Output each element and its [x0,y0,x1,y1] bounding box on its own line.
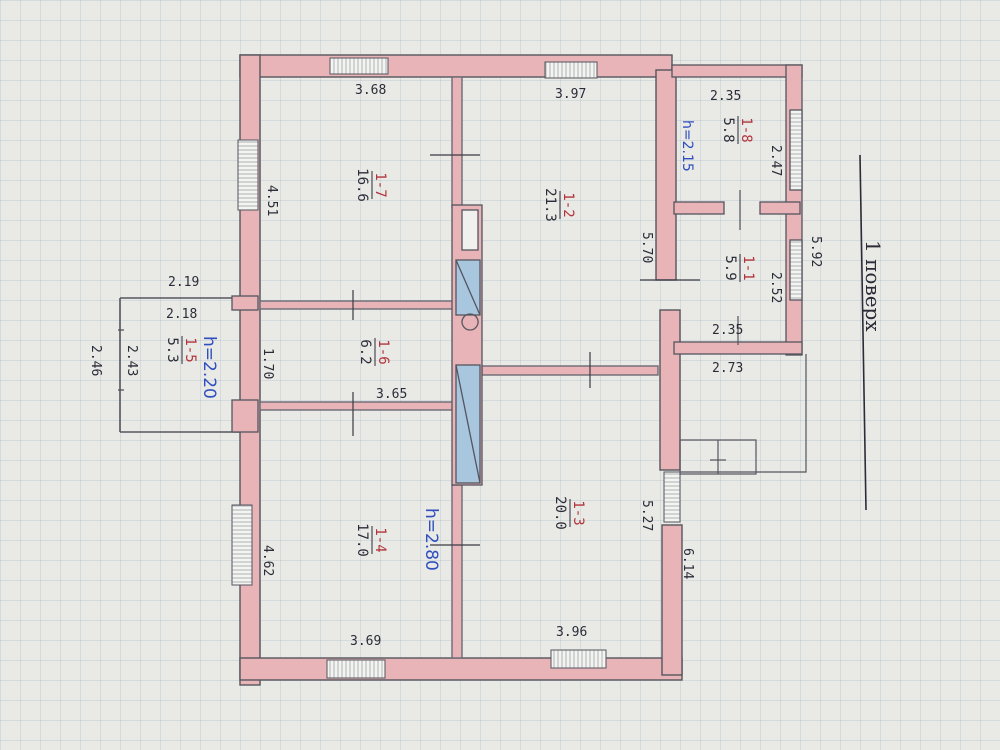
svg-text:2.19: 2.19 [168,275,199,290]
window-left-lower [231,504,253,586]
right-wall-middle [659,309,681,471]
height-annex: h=2.15 [679,120,695,172]
room-label-1-8: 1-8 5.8 [720,116,754,144]
stove-block [451,204,483,486]
svg-text:6.2: 6.2 [357,339,373,364]
svg-text:1-3: 1-3 [570,500,586,525]
svg-text:2.18: 2.18 [166,307,197,322]
svg-text:3.69: 3.69 [350,634,381,649]
svg-text:3.65: 3.65 [376,387,407,402]
right-wall-lower [661,524,683,676]
annex-window-upper [789,109,803,191]
door-ticks [352,154,700,546]
svg-text:3.97: 3.97 [555,87,586,102]
svg-text:5.70: 5.70 [639,232,654,263]
windows [231,57,681,679]
wall-between-1-6-and-1-4 [259,401,455,411]
svg-text:3.68: 3.68 [355,83,386,98]
svg-text:2.35: 2.35 [710,89,741,104]
room-label-1-6: 1-6 6.2 [357,338,391,366]
window-top-right [544,61,598,79]
svg-text:2.43: 2.43 [124,345,139,376]
top-wall [239,54,673,78]
window-bottom-left [326,659,386,679]
svg-text:17.0: 17.0 [354,523,370,557]
svg-text:16.6: 16.6 [354,168,370,202]
svg-text:20.0: 20.0 [552,496,568,530]
dimensions: 3.68 3.97 4.51 4.62 3.65 3.69 3.96 5.70 … [88,83,823,649]
room-label-1-4: 1-4 17.0 [354,523,388,557]
room-label-1-3: 1-3 20.0 [552,496,586,530]
svg-text:5.9: 5.9 [722,255,738,280]
window-right [663,471,681,523]
window-bottom-right [550,649,607,669]
svg-text:5.92: 5.92 [808,236,823,267]
svg-text:1-2: 1-2 [560,192,576,217]
svg-text:1-7: 1-7 [372,172,388,197]
svg-text:5.27: 5.27 [639,500,654,531]
svg-text:2.46: 2.46 [88,345,103,376]
svg-text:2.47: 2.47 [768,145,783,176]
partition-upper [451,76,463,208]
svg-text:1-6: 1-6 [375,339,391,364]
floor-title-underline [859,154,867,511]
svg-text:4.62: 4.62 [260,545,275,576]
svg-text:6.14: 6.14 [680,548,695,579]
annex-window-lower [789,239,803,301]
floor-title: 1 поверх [861,240,885,332]
svg-text:1-5: 1-5 [182,337,198,362]
porch [118,295,259,433]
room-label-1-7: 1-7 16.6 [354,168,388,202]
svg-text:1-4: 1-4 [372,527,388,552]
svg-text:5.3: 5.3 [164,337,180,362]
svg-text:21.3: 21.3 [542,188,558,222]
window-top-left [329,57,389,75]
room-label-1-2: 1-2 21.3 [542,188,576,222]
partition-lower [451,484,463,659]
wall-between-1-7-and-1-6 [259,300,455,310]
svg-text:2.73: 2.73 [712,361,743,376]
height-porch: h=2.20 [199,336,219,399]
height-main: h=2.80 [421,508,441,571]
svg-text:1-8: 1-8 [738,117,754,142]
svg-text:2.52: 2.52 [768,272,783,303]
wall-between-1-2-and-1-3 [481,365,659,376]
svg-text:5.8: 5.8 [720,117,736,142]
room-label-1-1: 1-1 5.9 [722,254,756,282]
bottom-wall [239,657,683,681]
annex-mid-wall-right [759,201,801,215]
svg-text:1-1: 1-1 [740,255,756,280]
svg-text:2.35: 2.35 [712,323,743,338]
annex-lines [679,190,807,475]
room-label-1-5: 1-5 5.3 [164,336,198,364]
window-left-upper [237,139,259,211]
interior-walls [259,76,659,659]
svg-text:1.70: 1.70 [260,348,275,379]
svg-text:3.96: 3.96 [556,625,587,640]
svg-text:4.51: 4.51 [264,185,279,216]
annex-top-wall [671,64,803,78]
right-wall-upper [655,69,677,281]
annex-mid-wall-left [673,201,725,215]
annex [671,64,803,356]
